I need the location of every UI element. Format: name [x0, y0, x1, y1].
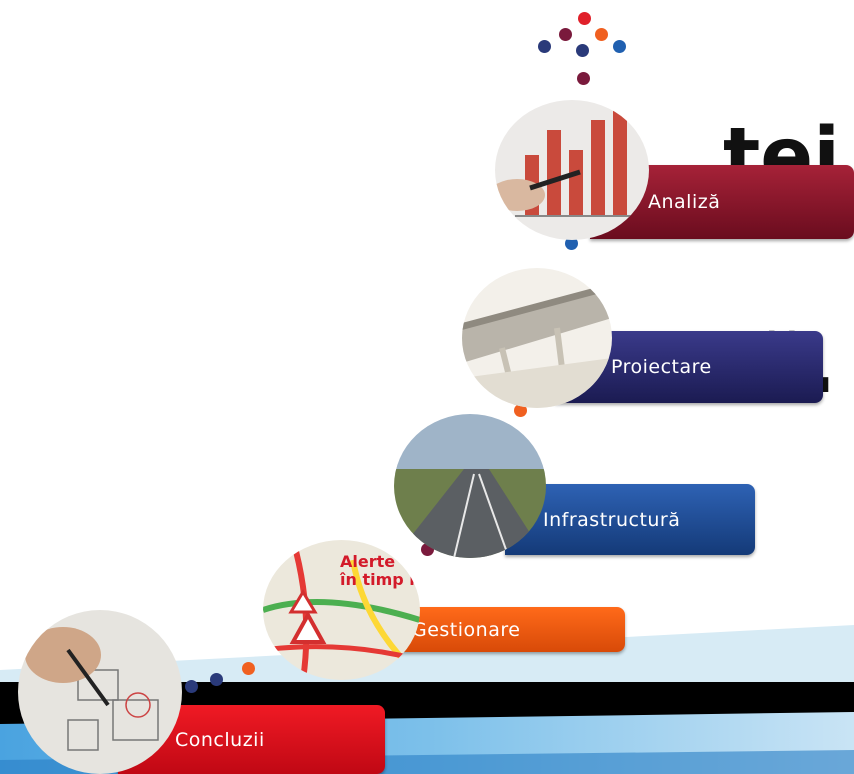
step-label-text: Gestionare	[412, 618, 521, 641]
step-photo-gestionare: Alerte în timp r	[263, 540, 420, 680]
step-label-text: Analiză	[648, 191, 721, 213]
decor-dot	[210, 673, 223, 686]
decor-dot	[514, 404, 527, 417]
step-label-text: Infrastructură	[543, 508, 681, 531]
hand-sketch-icon	[18, 610, 182, 774]
decor-dot	[613, 40, 626, 53]
decor-dot	[185, 680, 198, 693]
step-photo-concluzii	[18, 610, 182, 774]
decor-dot	[565, 237, 578, 250]
highway-road-icon	[394, 414, 546, 558]
step-label-infrastructura[interactable]: Infrastructură	[505, 484, 755, 555]
decor-dot	[559, 28, 572, 41]
map-overlay-text-line1: Alerte	[340, 552, 396, 571]
traffic-map-icon	[263, 540, 420, 680]
step-label-text: Concluzii	[175, 728, 265, 751]
decor-dot	[577, 72, 590, 85]
bridge-render-icon	[462, 268, 612, 408]
decor-dot	[242, 662, 255, 675]
decor-dot	[538, 40, 551, 53]
decor-dot	[578, 12, 591, 25]
decor-dot	[576, 44, 589, 57]
step-photo-infrastructura	[394, 414, 546, 558]
step-label-text: Proiectare	[611, 356, 712, 378]
step-photo-proiectare	[462, 268, 612, 408]
map-overlay-text-line2: în timp r	[340, 570, 418, 589]
step-photo-analiza	[495, 100, 649, 240]
decor-dot	[595, 28, 608, 41]
bar-chart-pen-icon	[495, 100, 649, 240]
